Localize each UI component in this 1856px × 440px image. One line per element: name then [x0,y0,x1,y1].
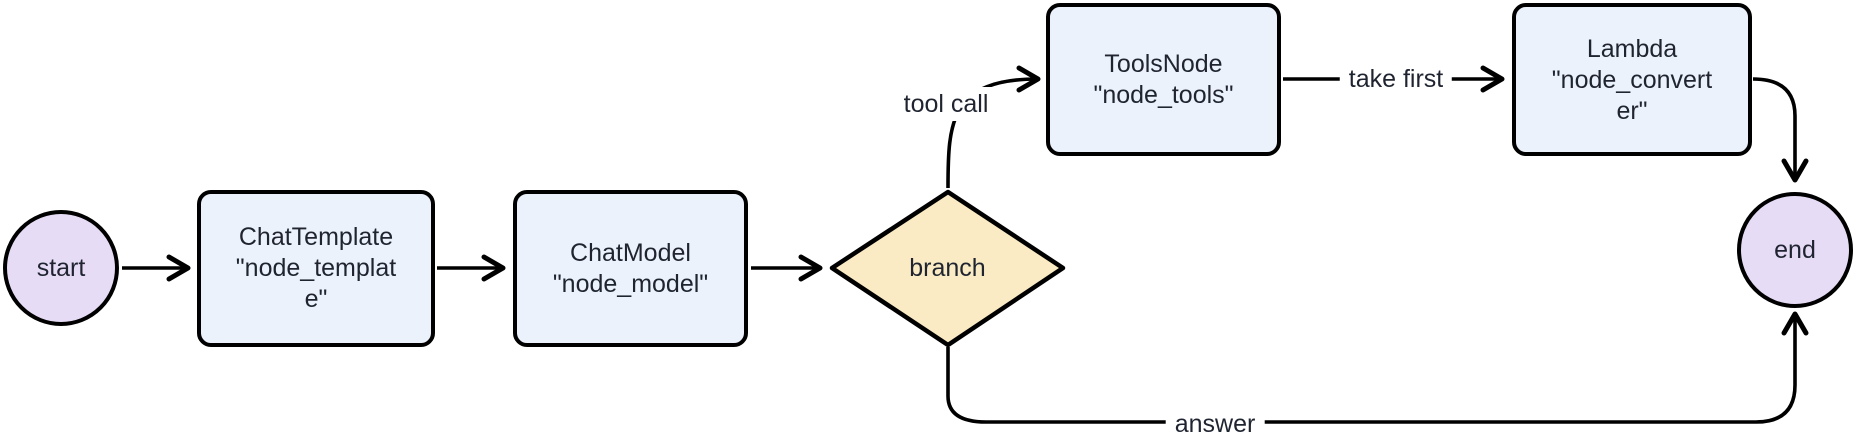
node-template-shape [197,190,435,347]
node-tools-shape [1046,3,1281,156]
node-converter-shape [1512,3,1752,156]
node-branch-shape [829,189,1066,348]
edge-converter-to-end [1752,77,1809,183]
node-start-shape [3,210,119,326]
edge-label-tool-call: tool call [894,87,998,121]
edge-branch-to-end [946,311,1809,424]
edge-label-take-first: take first [1339,62,1453,96]
node-end-shape [1737,192,1853,308]
node-model-shape [513,190,748,347]
edge-label-answer: answer [1165,407,1265,440]
